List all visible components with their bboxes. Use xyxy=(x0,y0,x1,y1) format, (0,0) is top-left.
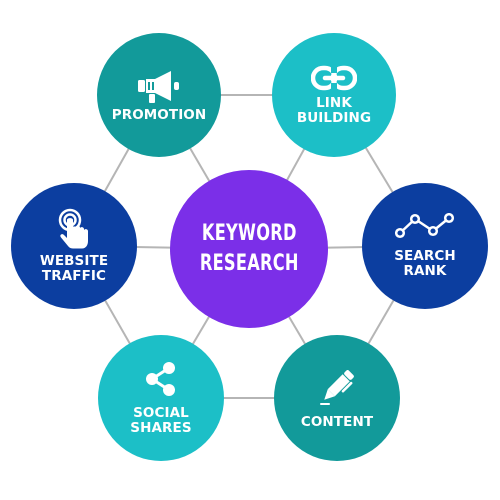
node-website-traffic-label: WEBSITE TRAFFIC xyxy=(39,253,109,284)
node-content-label: CONTENT xyxy=(300,413,374,430)
node-keyword-research[interactable]: KEYWORD RESEARCH xyxy=(170,170,328,328)
node-promotion[interactable]: PROMOTION xyxy=(97,33,221,157)
node-link-building[interactable]: LINK BUILDING xyxy=(272,33,396,157)
link-icon xyxy=(310,64,358,92)
node-content[interactable]: CONTENT xyxy=(274,335,400,461)
megaphone-icon xyxy=(136,68,182,104)
node-search-rank[interactable]: SEARCH RANK xyxy=(362,183,488,309)
node-social-shares-label: SOCIAL SHARES xyxy=(130,405,192,436)
node-search-rank-label: SEARCH RANK xyxy=(394,248,456,279)
node-social-shares[interactable]: SOCIAL SHARES xyxy=(98,335,224,461)
node-link-building-label: LINK BUILDING xyxy=(296,95,372,126)
node-promotion-label: PROMOTION xyxy=(111,106,207,123)
center-title: KEYWORD RESEARCH xyxy=(199,221,299,276)
touch-hand-icon xyxy=(54,208,94,250)
line-chart-icon xyxy=(394,212,455,239)
pen-icon xyxy=(317,367,357,407)
node-website-traffic[interactable]: WEBSITE TRAFFIC xyxy=(11,183,137,309)
share-icon xyxy=(143,360,179,398)
